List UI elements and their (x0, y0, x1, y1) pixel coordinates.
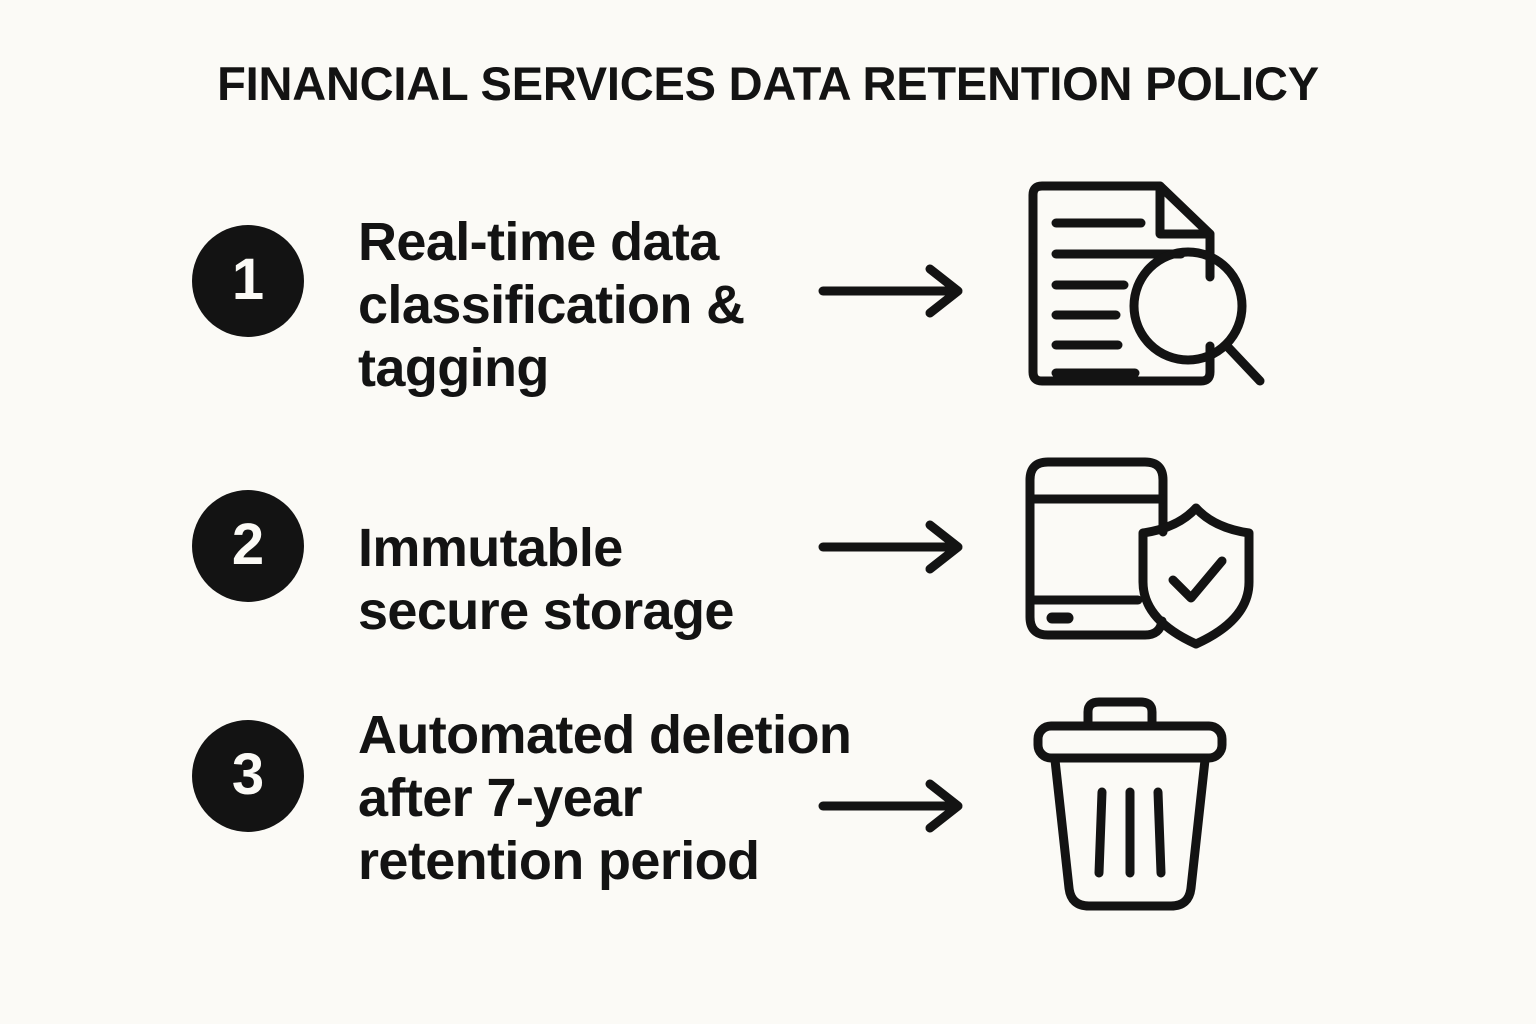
step-text-1: Real-time data classification & tagging (358, 211, 838, 401)
step-text-line: classification & (358, 275, 745, 336)
step-text-3: Automated deletion after 7-year retentio… (358, 704, 888, 894)
step-text-2: Immutable secure storage (358, 517, 838, 643)
step-text-line: tagging (358, 338, 549, 399)
arrow-right-icon (818, 517, 970, 577)
step-number-badge-2: 2 (192, 490, 304, 602)
step-text-line: Immutable (358, 518, 623, 578)
step-row-3: 3 Automated deletion after 7-year retent… (0, 690, 1536, 911)
arrow-right-icon (818, 261, 970, 321)
step-text-line: Real-time data (358, 212, 719, 272)
trash-can-icon (1010, 690, 1270, 920)
step-text-line: Automated deletion (358, 705, 852, 765)
step-text-line: retention period (358, 831, 760, 892)
step-number-label-2: 2 (231, 512, 265, 577)
phone-shield-check-icon (1010, 440, 1270, 655)
step-number-label-1: 1 (231, 247, 265, 312)
document-search-icon (1010, 160, 1270, 400)
step-number-badge-1: 1 (192, 225, 304, 337)
arrow-right-icon (818, 776, 970, 836)
step-text-line: after 7-year (358, 768, 643, 829)
page-title: FINANCIAL SERVICES DATA RETENTION POLICY (217, 57, 1319, 110)
step-row-2: 2 Immutable secure storage (0, 455, 1536, 675)
step-number-label-3: 3 (231, 742, 265, 807)
step-row-1: 1 Real-time data classification & taggin… (0, 181, 1536, 415)
step-number-badge-3: 3 (192, 720, 304, 832)
step-text-line: secure storage (358, 581, 734, 642)
